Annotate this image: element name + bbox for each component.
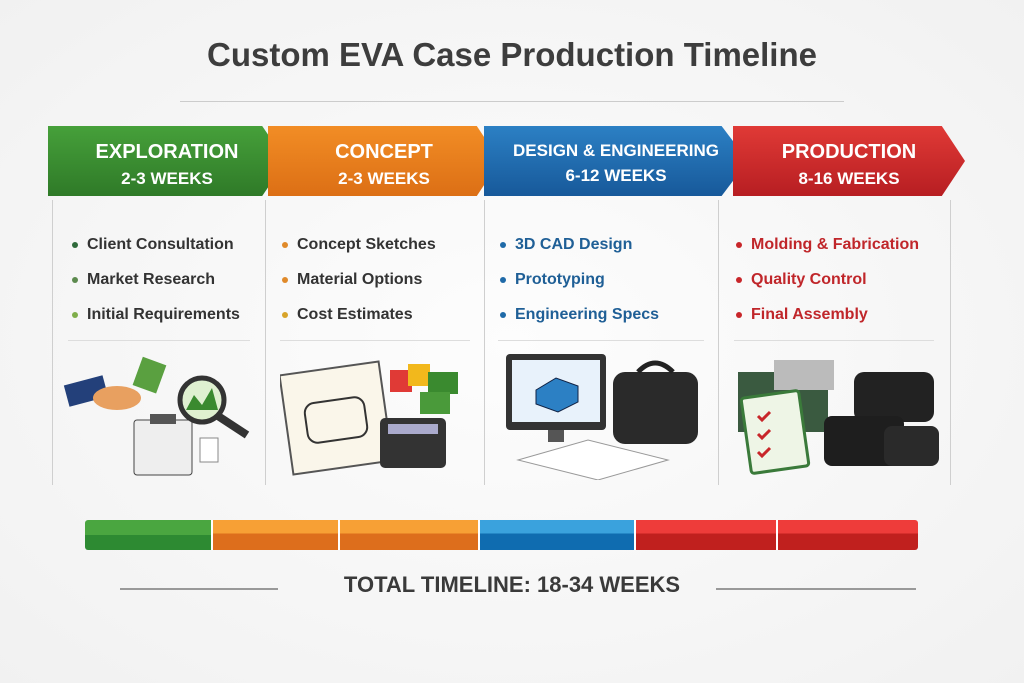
- list-item: Prototyping: [500, 268, 659, 303]
- production-list: Molding & Fabrication Quality Control Fi…: [736, 233, 919, 338]
- timeline-segment-design: [480, 520, 636, 550]
- timeline-segment-concept: [213, 520, 340, 550]
- list-item: Cost Estimates: [282, 303, 436, 338]
- column-divider: [484, 200, 485, 485]
- divider-line: [120, 588, 278, 590]
- column-divider: [950, 200, 951, 485]
- phase-header-exploration: EXPLORATION 2-3 WEEKS: [48, 126, 286, 196]
- phase-duration: 2-3 WEEKS: [121, 169, 213, 188]
- divider: [498, 340, 704, 341]
- divider-line: [716, 588, 916, 590]
- total-timeline: TOTAL TIMELINE: 18-34 WEEKS: [343, 572, 681, 597]
- timeline-segment-production: [636, 520, 778, 550]
- column-divider: [265, 200, 266, 485]
- list-item: Final Assembly: [736, 303, 919, 338]
- phase-header-design: DESIGN & ENGINEERING 6-12 WEEKS: [484, 126, 748, 196]
- list-item: 3D CAD Design: [500, 233, 659, 268]
- sketch-calculator-illustration: [280, 360, 458, 476]
- list-item: Market Research: [72, 268, 240, 303]
- column-divider: [718, 200, 719, 485]
- exploration-list: Client Consultation Market Research Init…: [72, 233, 240, 338]
- phase-name: PRODUCTION: [781, 141, 917, 163]
- phase-duration: 8-16 WEEKS: [798, 169, 900, 188]
- molding-checklist-cases-illustration: [738, 360, 939, 475]
- phase-name: DESIGN & ENGINEERING: [513, 141, 719, 160]
- list-item: Client Consultation: [72, 233, 240, 268]
- list-item: Engineering Specs: [500, 303, 659, 338]
- concept-list: Concept Sketches Material Options Cost E…: [282, 233, 436, 338]
- list-item: Initial Requirements: [72, 303, 240, 338]
- page-title: Custom EVA Case Production Timeline: [206, 36, 817, 73]
- title-divider: [180, 101, 844, 102]
- timeline-segment-concept: [340, 520, 480, 550]
- timeline-segment-exploration: [85, 520, 213, 550]
- divider: [280, 340, 470, 341]
- list-item: Quality Control: [736, 268, 919, 303]
- divider: [734, 340, 934, 341]
- handshake-research-illustration: [63, 356, 250, 476]
- phase-name: EXPLORATION: [95, 141, 239, 163]
- list-item: Molding & Fabrication: [736, 233, 919, 268]
- design-list: 3D CAD Design Prototyping Engineering Sp…: [500, 233, 659, 338]
- divider: [68, 340, 250, 341]
- phase-header-production: PRODUCTION 8-16 WEEKS: [733, 126, 965, 196]
- phase-name: CONCEPT: [335, 141, 433, 163]
- phase-header-concept: CONCEPT 2-3 WEEKS: [268, 126, 500, 196]
- phase-duration: 6-12 WEEKS: [565, 166, 667, 185]
- cad-computer-case-illustration: [506, 354, 698, 480]
- list-item: Material Options: [282, 268, 436, 303]
- timeline-segment-production: [778, 520, 918, 550]
- column-divider: [52, 200, 53, 485]
- list-item: Concept Sketches: [282, 233, 436, 268]
- phase-duration: 2-3 WEEKS: [338, 169, 430, 188]
